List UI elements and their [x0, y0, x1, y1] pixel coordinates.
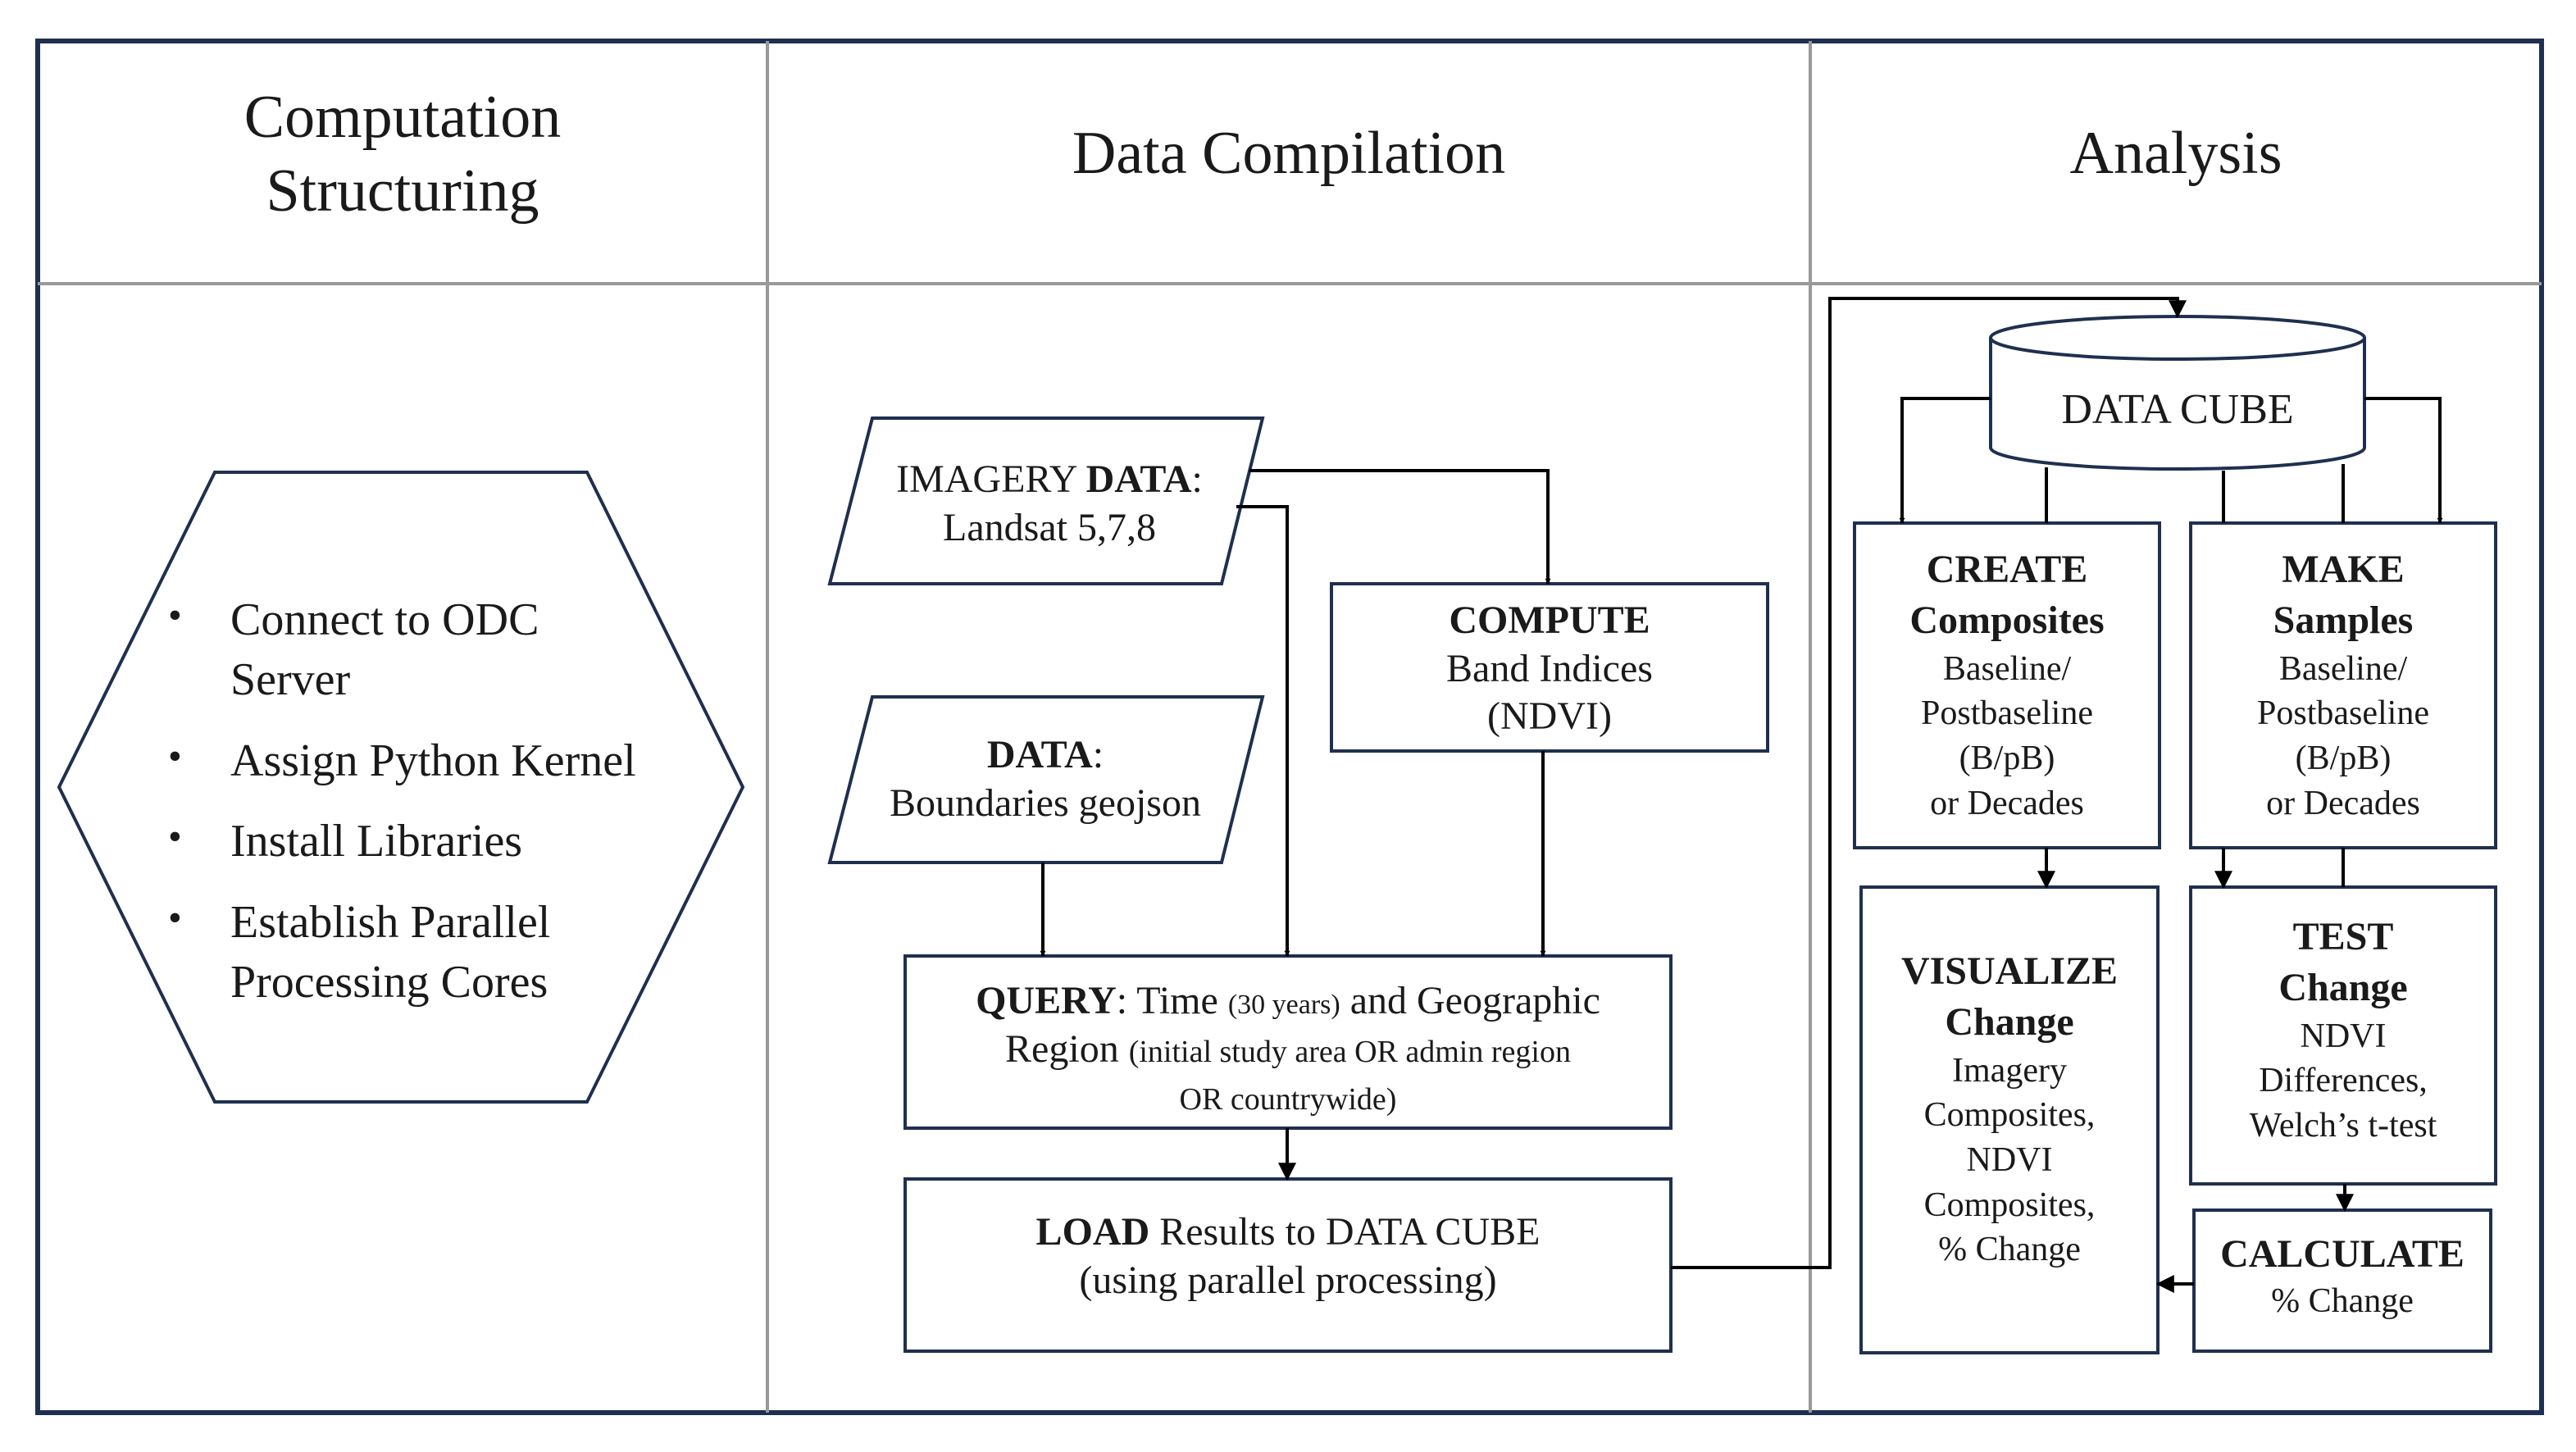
imagery-data-shape — [827, 416, 1265, 585]
list-item: Install Libraries — [168, 812, 636, 872]
calculate-label: CALCULATE % Change — [2220, 1232, 2464, 1320]
arrow-datacube-to-make — [2364, 397, 2443, 524]
datacube-cylinder — [1989, 315, 2366, 471]
setup-hexagon — [57, 471, 745, 1104]
query-label: QUERY: Time (30 years) and Geographic Re… — [976, 979, 1600, 1117]
load-label: LOAD Results to DATA CUBE (using paralle… — [1035, 1210, 1541, 1302]
header-data-compilation: Data Compilation — [1072, 120, 1506, 187]
compute-label: COMPUTE Band Indices (NDVI) — [1446, 599, 1653, 739]
arrow-imagery-to-query — [1236, 505, 1290, 957]
list-item: Assign Python Kernel — [168, 731, 636, 791]
arrow-load-to-datacube — [1671, 297, 2187, 1269]
boundaries-data-shape — [827, 695, 1265, 864]
header-analysis: Analysis — [2069, 120, 2282, 187]
datacube-label: DATA CUBE — [2061, 386, 2294, 433]
visualize-box — [1859, 885, 2160, 1354]
create-box — [1853, 521, 2161, 849]
imagery-data-label: IMAGERY DATA: Landsat 5,7,8 — [896, 457, 1203, 549]
header-computation-structuring: Computation Structuring — [243, 84, 562, 225]
arrow-datacube-to-create — [1899, 397, 1991, 524]
boundaries-data-label: DATA: Boundaries geojson — [890, 733, 1201, 825]
arrow-imagery-to-compute — [1249, 469, 1551, 585]
outer-frame — [35, 39, 2544, 1415]
